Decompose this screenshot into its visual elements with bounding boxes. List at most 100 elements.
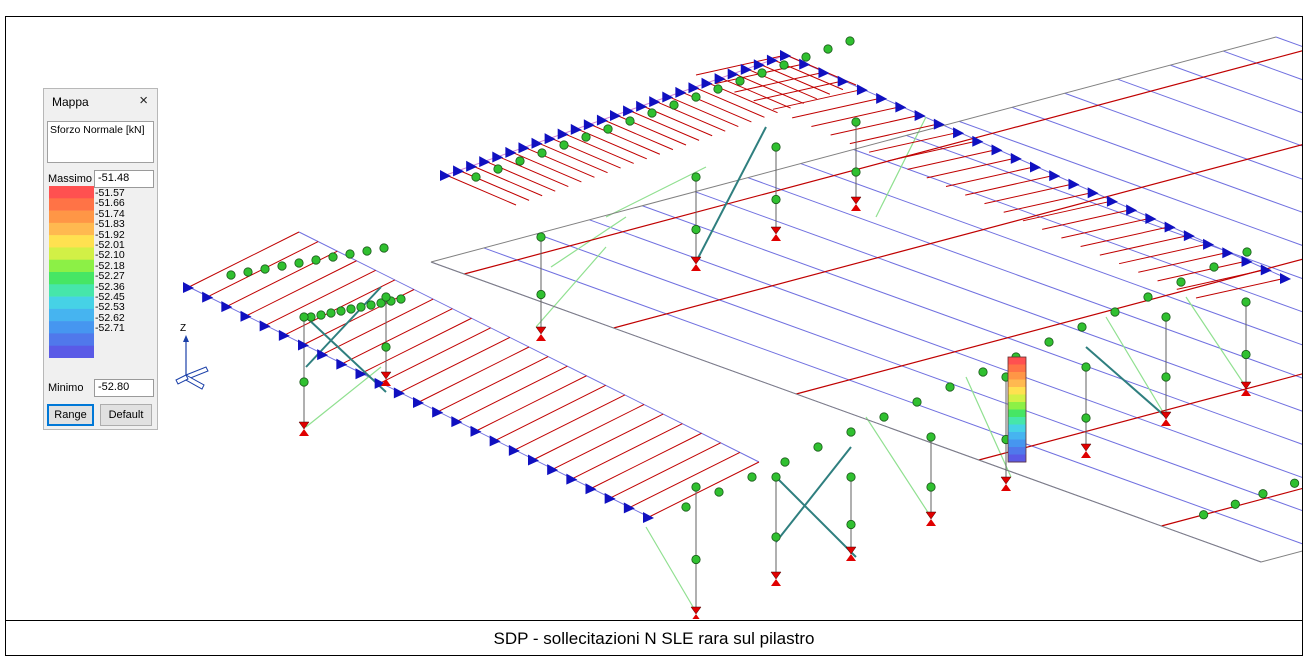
edge-support-marker [876, 92, 888, 104]
node-marker [603, 124, 613, 134]
support-marker [850, 196, 862, 205]
node-marker [691, 92, 701, 102]
force-diagram-band [1008, 387, 1026, 395]
node-marker [691, 554, 701, 565]
node-marker [294, 258, 304, 268]
node-marker [1230, 499, 1240, 509]
structural-model-view[interactable]: Z [6, 17, 1302, 619]
right-rafter [1042, 208, 1133, 230]
scale-band [49, 333, 94, 347]
node-marker [926, 432, 936, 442]
wing-rafter [246, 260, 357, 317]
scale-value: -52.71 [95, 322, 125, 335]
max-value-field[interactable]: -51.48 [94, 170, 154, 188]
edge-support-marker [1049, 170, 1061, 182]
right-rafter [830, 114, 921, 136]
figure-frame [5, 16, 1303, 656]
support-marker [380, 371, 392, 380]
edge-support-marker [432, 406, 444, 418]
edge-support-marker [604, 492, 616, 504]
main-beam [796, 258, 1302, 395]
mappa-titlebar[interactable]: Mappa × [44, 89, 157, 113]
column-force-diagram [1007, 356, 1027, 463]
force-diagram-band [1008, 379, 1026, 388]
edge-support-marker [492, 151, 504, 163]
node-marker [226, 270, 236, 280]
node-marker [1290, 478, 1300, 488]
mappa-legend-panel[interactable]: Mappa × Sforzo Normale [kN] Massimo -51.… [43, 88, 158, 430]
support-marker [1160, 411, 1172, 420]
node-marker [1258, 489, 1268, 499]
node-marker [1081, 362, 1091, 372]
wing-rafter [648, 461, 760, 518]
scale-value: -51.66 [95, 197, 125, 210]
edge-support-marker [202, 291, 214, 303]
right-rafter [792, 97, 883, 119]
node-marker [1161, 372, 1171, 382]
edge-support-marker [1241, 255, 1253, 267]
right-rafter [1003, 191, 1094, 213]
wing-rafter [399, 336, 511, 393]
right-rafter [772, 88, 864, 110]
edge-support-marker [991, 144, 1003, 156]
light-brace [305, 366, 382, 428]
edge-support-marker [972, 135, 984, 147]
support-marker [845, 546, 857, 555]
range-button[interactable]: Range [47, 404, 94, 426]
scale-band [49, 222, 94, 236]
edge-support-marker [1087, 187, 1099, 199]
edge-support-marker [183, 282, 194, 293]
mappa-title: Mappa [52, 95, 89, 109]
scale-value: -52.01 [95, 238, 125, 251]
edge-support-marker [649, 96, 661, 108]
node-marker [260, 264, 270, 274]
node-marker [757, 68, 767, 78]
edge-support-marker [557, 128, 569, 140]
edge-support-marker [466, 160, 478, 172]
node-marker [316, 310, 326, 320]
scale-value: -52.18 [95, 259, 125, 272]
wing-rafter [610, 442, 721, 499]
force-diagram-band [1008, 372, 1026, 380]
support-marker [1081, 451, 1091, 458]
node-marker [376, 298, 386, 308]
node-marker [326, 308, 336, 318]
edge-support-marker [470, 425, 482, 437]
edge-support-marker [895, 101, 907, 113]
support-markers [183, 50, 1291, 619]
diagonal-brace [695, 126, 767, 263]
edge-support-marker [1068, 178, 1080, 190]
secondary-beam [589, 219, 1302, 478]
edge-support-marker [701, 77, 713, 89]
edge-support-marker [451, 416, 463, 428]
edge-support-marker [623, 105, 635, 117]
right-rafter [1138, 251, 1229, 273]
right-rafter [926, 157, 1017, 179]
node-marker [493, 164, 503, 174]
close-icon[interactable]: × [139, 92, 148, 109]
support-marker [770, 571, 782, 580]
node-marker [362, 246, 372, 256]
edge-support-marker [336, 358, 348, 370]
edge-support-marker [440, 170, 451, 181]
support-marker [692, 614, 700, 619]
node-marker [813, 442, 823, 452]
edge-support-marker [1106, 195, 1118, 207]
quantity-field[interactable]: Sforzo Normale [kN] [47, 121, 154, 163]
min-value-field[interactable]: -52.80 [94, 379, 154, 397]
edge-support-marker [278, 329, 290, 341]
light-brace [1105, 316, 1167, 418]
edge-support-marker [505, 146, 517, 158]
rear-rafter [655, 100, 726, 132]
light-brace [875, 116, 927, 218]
bracing-members [305, 116, 1247, 613]
node-marker [912, 397, 922, 407]
support-marker [925, 511, 937, 520]
edge-support-marker [298, 339, 309, 351]
node-marker [366, 300, 376, 310]
scale-band [49, 259, 94, 273]
support-marker [851, 204, 861, 211]
edge-support-marker [355, 368, 367, 380]
force-diagram-band [1008, 402, 1026, 410]
default-button[interactable]: Default [100, 404, 152, 426]
